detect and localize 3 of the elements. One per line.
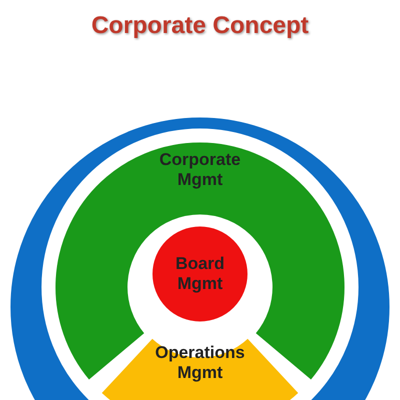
title: Corporate Concept [90, 12, 310, 40]
segment-label: Board Mgmt [174, 254, 226, 294]
segment-label: Corporate Mgmt [158, 150, 242, 190]
